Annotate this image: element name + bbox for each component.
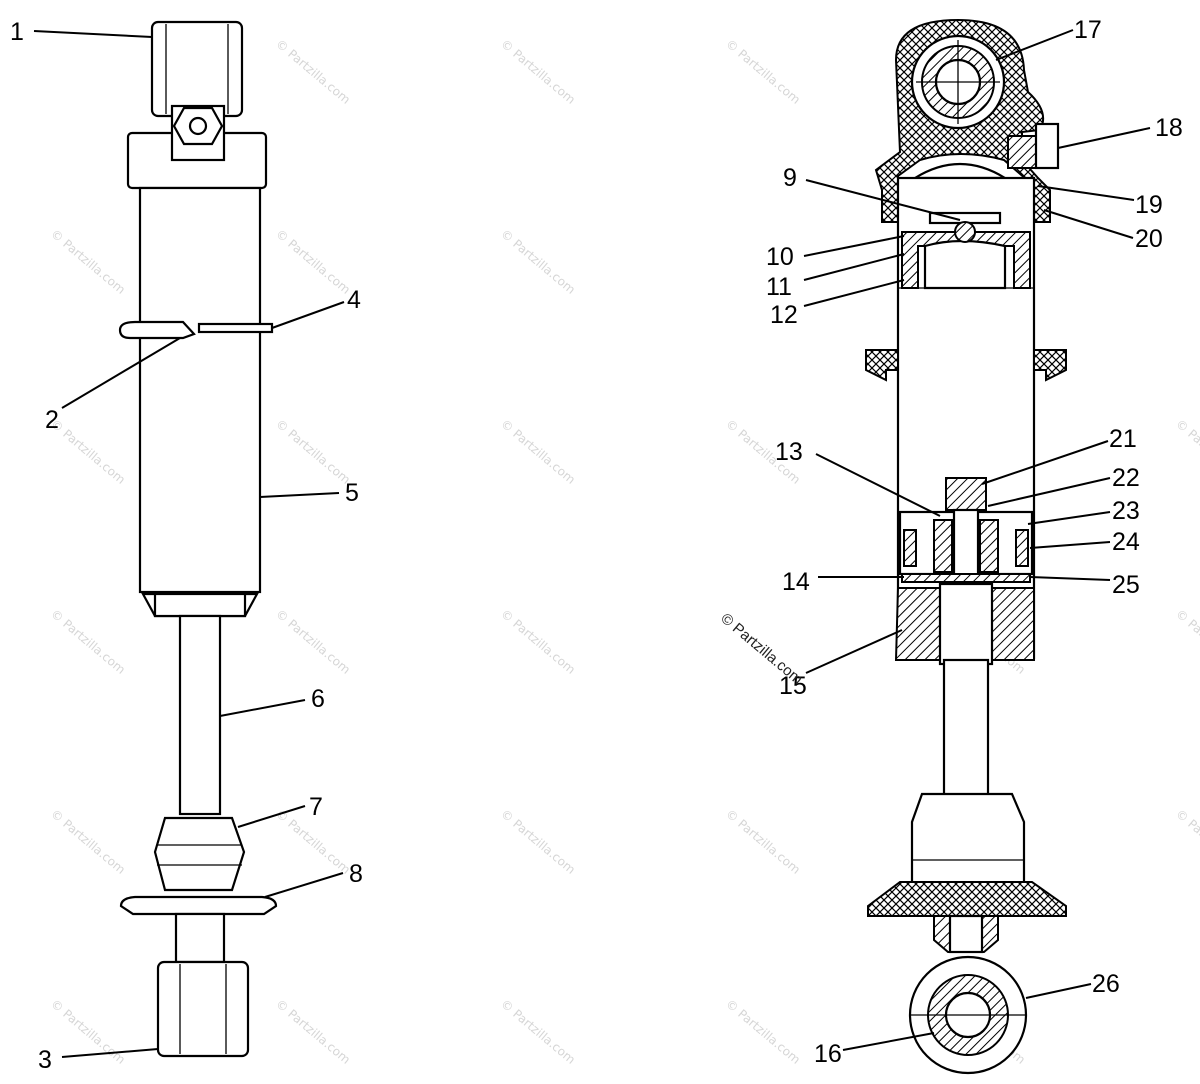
watermark: © Partzilla.com bbox=[723, 997, 803, 1067]
watermark: © Partzilla.com bbox=[498, 37, 578, 107]
callout-10: 10 bbox=[766, 243, 794, 271]
callout-4: 4 bbox=[347, 286, 361, 314]
watermark: © Partzilla.com bbox=[48, 807, 128, 877]
watermark: © Partzilla.com bbox=[48, 997, 128, 1067]
watermark-overlay: © Partzilla.com bbox=[717, 610, 805, 688]
callout-14: 14 bbox=[782, 568, 810, 596]
callout-25: 25 bbox=[1112, 571, 1140, 599]
callout-7: 7 bbox=[309, 793, 323, 821]
watermark: © Partzilla.com bbox=[498, 607, 578, 677]
callout-20: 20 bbox=[1135, 225, 1163, 253]
watermark: © Partzilla.com bbox=[723, 807, 803, 877]
callout-6: 6 bbox=[311, 685, 325, 713]
watermark: © Partzilla.com bbox=[1173, 417, 1200, 487]
callout-18: 18 bbox=[1155, 114, 1183, 142]
watermark: © Partzilla.com bbox=[48, 607, 128, 677]
callout-13: 13 bbox=[775, 438, 803, 466]
callout-19: 19 bbox=[1135, 191, 1163, 219]
watermark: © Partzilla.com bbox=[273, 417, 353, 487]
watermark: © Partzilla.com bbox=[1173, 807, 1200, 877]
callout-26: 26 bbox=[1092, 970, 1120, 998]
callout-11: 11 bbox=[766, 273, 792, 301]
callout-22: 22 bbox=[1112, 464, 1140, 492]
callout-24: 24 bbox=[1112, 528, 1140, 556]
callout-3: 3 bbox=[38, 1046, 52, 1074]
callout-21: 21 bbox=[1109, 425, 1137, 453]
watermark: © Partzilla.com bbox=[48, 227, 128, 297]
callout-17: 17 bbox=[1074, 16, 1102, 44]
callout-labels: 1 2 3 4 5 6 7 8 9 10 11 12 13 14 15 16 1… bbox=[10, 16, 1183, 1074]
watermark: © Partzilla.com bbox=[498, 417, 578, 487]
watermark: © Partzilla.com bbox=[498, 997, 578, 1067]
watermark: © Partzilla.com bbox=[498, 807, 578, 877]
callout-1: 1 bbox=[10, 18, 24, 46]
watermark: © Partzilla.com bbox=[723, 37, 803, 107]
callout-15: 15 bbox=[779, 672, 807, 700]
leader-lines bbox=[33, 29, 1151, 1058]
cutaway-shock bbox=[865, 18, 1067, 1075]
watermark: © Partzilla.com bbox=[273, 997, 353, 1067]
watermark: © Partzilla.com bbox=[1173, 607, 1200, 677]
watermark: © Partzilla.com bbox=[273, 37, 353, 107]
watermark: © Partzilla.com bbox=[48, 417, 128, 487]
callout-12: 12 bbox=[770, 301, 798, 329]
assembled-shock bbox=[118, 20, 278, 1058]
watermark: © Partzilla.com bbox=[273, 607, 353, 677]
callout-5: 5 bbox=[345, 479, 359, 507]
callout-2: 2 bbox=[45, 406, 59, 434]
watermark: © Partzilla.com bbox=[498, 227, 578, 297]
callout-8: 8 bbox=[349, 860, 363, 888]
watermark: © Partzilla.com bbox=[273, 227, 353, 297]
callout-23: 23 bbox=[1112, 497, 1140, 525]
callout-9: 9 bbox=[783, 164, 797, 192]
callout-16: 16 bbox=[814, 1040, 842, 1068]
